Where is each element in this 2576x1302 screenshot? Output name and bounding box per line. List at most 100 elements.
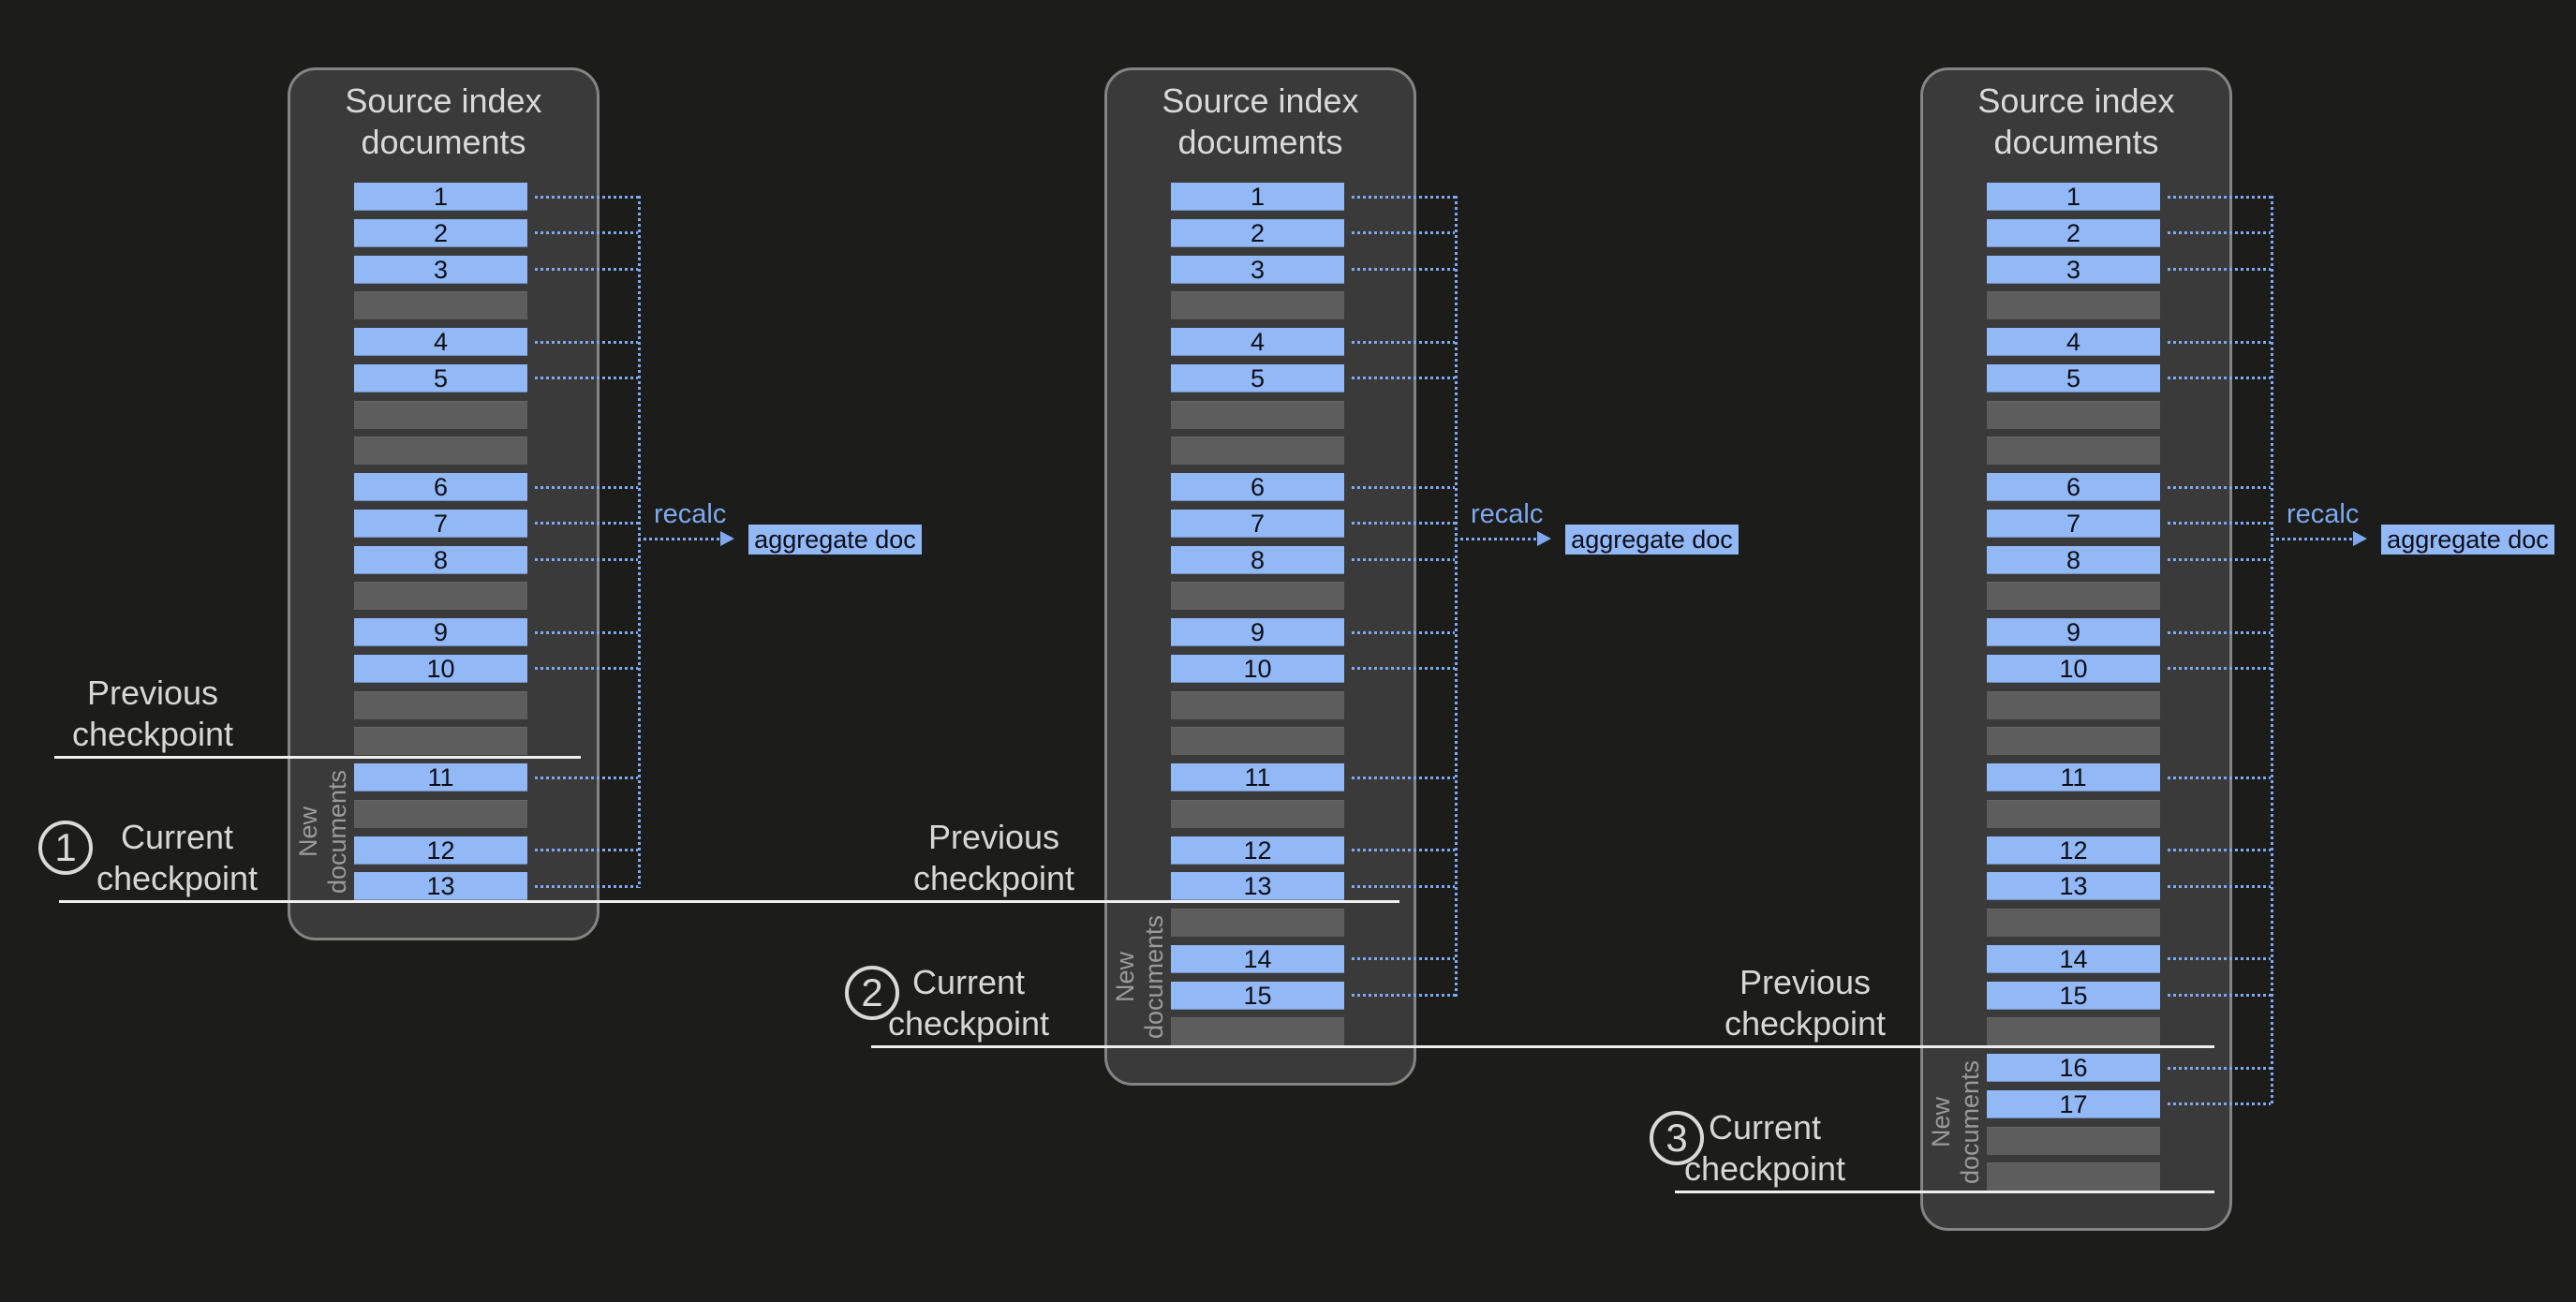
doc-row-6: 6 (354, 473, 527, 501)
doc-row-9: 9 (354, 618, 527, 646)
recalc-label: recalc (2287, 499, 2360, 529)
placeholder-row (354, 291, 527, 320)
checkpoint-line-4 (1675, 1190, 2214, 1193)
doc-leader-line (535, 849, 638, 851)
doc-leader-line (1352, 776, 1455, 779)
doc-row-9: 9 (1171, 618, 1344, 646)
doc-row-7: 7 (354, 509, 527, 538)
doc-row-17: 17 (1987, 1089, 2160, 1118)
doc-leader-line (535, 377, 638, 380)
doc-row-11: 11 (354, 763, 527, 792)
placeholder-row (1171, 436, 1344, 466)
doc-row-2: 2 (354, 218, 527, 247)
step-number-badge: 3 (1650, 1110, 1704, 1165)
doc-leader-line (2168, 485, 2271, 489)
doc-row-4: 4 (1987, 328, 2160, 356)
doc-row-16: 16 (1987, 1054, 2160, 1082)
doc-leader-line (1352, 195, 1455, 199)
doc-row-11: 11 (1987, 763, 2160, 792)
previous-checkpoint-label: Previous checkpoint (1724, 962, 1887, 1043)
doc-leader-line (535, 667, 638, 671)
doc-row-9: 9 (1987, 618, 2160, 646)
doc-leader-line (2168, 1066, 2271, 1070)
doc-row-2: 2 (1987, 218, 2160, 247)
doc-leader-line (535, 630, 638, 634)
placeholder-row (1987, 291, 2160, 320)
placeholder-row (1171, 727, 1344, 756)
recalc-arrow-line (1455, 537, 1537, 540)
doc-leader-line (1352, 340, 1455, 344)
doc-row-8: 8 (1987, 545, 2160, 574)
doc-row-10: 10 (1171, 654, 1344, 683)
doc-row-5: 5 (354, 363, 527, 392)
placeholder-row (354, 799, 527, 828)
doc-row-8: 8 (1171, 545, 1344, 574)
placeholder-row (1171, 291, 1344, 320)
step-number-badge: 2 (845, 965, 899, 1020)
placeholder-row (354, 582, 527, 611)
doc-row-12: 12 (1987, 836, 2160, 865)
recalc-label: recalc (1471, 499, 1544, 529)
doc-leader-line (2168, 630, 2271, 634)
panel-title: Source index documents (1162, 81, 1359, 161)
placeholder-row (1171, 400, 1344, 429)
previous-checkpoint-label: Previous checkpoint (912, 817, 1075, 897)
aggregate-doc-box: aggregate doc (1565, 525, 1739, 555)
doc-leader-line (1352, 268, 1455, 271)
current-checkpoint-label: Current checkpoint (1683, 1107, 1846, 1188)
aggregate-doc-box: aggregate doc (748, 525, 922, 555)
doc-leader-line (2168, 994, 2271, 997)
placeholder-row (1987, 436, 2160, 466)
doc-leader-line (2168, 522, 2271, 525)
placeholder-row (1987, 582, 2160, 611)
doc-row-11: 11 (1171, 763, 1344, 792)
doc-row-2: 2 (1171, 218, 1344, 247)
new-documents-label: New documents (1927, 1059, 1984, 1184)
panel-title: Source index documents (1977, 81, 2175, 161)
doc-row-4: 4 (354, 328, 527, 356)
doc-row-12: 12 (1171, 836, 1344, 865)
checkpoint-line-1 (54, 755, 581, 759)
doc-row-10: 10 (1987, 654, 2160, 683)
placeholder-row (1171, 582, 1344, 611)
doc-leader-line (535, 776, 638, 779)
recalc-arrowhead-icon (1537, 531, 1551, 546)
placeholder-row (1171, 1017, 1344, 1046)
placeholder-row (1987, 1162, 2160, 1191)
recalc-arrowhead-icon (2353, 531, 2367, 546)
aggregate-doc-box: aggregate doc (2381, 525, 2554, 555)
doc-row-3: 3 (1987, 255, 2160, 284)
doc-row-10: 10 (354, 654, 527, 683)
recalc-arrow-line (2271, 537, 2353, 540)
placeholder-row (1987, 1017, 2160, 1046)
checkpoint-line-3 (871, 1044, 2214, 1048)
checkpoint-line-2 (59, 899, 1399, 903)
doc-leader-line (1352, 957, 1455, 961)
placeholder-row (1987, 690, 2160, 719)
doc-row-7: 7 (1171, 509, 1344, 538)
doc-leader-line (2168, 957, 2271, 961)
new-documents-label: New documents (294, 769, 351, 894)
doc-leader-line (535, 558, 638, 561)
doc-row-12: 12 (354, 836, 527, 865)
doc-leader-line (1352, 849, 1455, 851)
doc-leader-line (2168, 667, 2271, 671)
placeholder-row (1987, 727, 2160, 756)
doc-leader-line (1352, 522, 1455, 525)
current-checkpoint-label: Current checkpoint (96, 817, 259, 897)
panel-1 (288, 67, 600, 940)
doc-row-1: 1 (1171, 183, 1344, 211)
doc-row-1: 1 (1987, 183, 2160, 211)
doc-leader-line (2168, 849, 2271, 851)
doc-leader-line (535, 268, 638, 271)
doc-row-15: 15 (1171, 981, 1344, 1010)
recalc-arrow-line (638, 537, 720, 540)
placeholder-row (1171, 690, 1344, 719)
doc-leader-line (2168, 1102, 2271, 1106)
recalc-arrowhead-icon (720, 531, 734, 546)
doc-leader-line (535, 485, 638, 489)
placeholder-row (1987, 799, 2160, 828)
doc-leader-line (2168, 377, 2271, 380)
placeholder-row (1987, 1126, 2160, 1155)
